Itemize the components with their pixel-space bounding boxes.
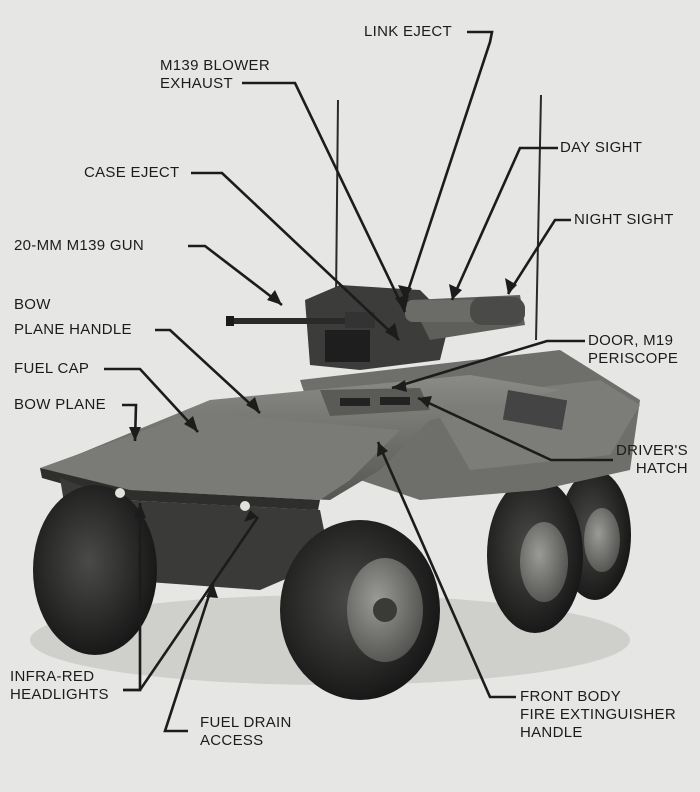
ir-headlight-right [240, 501, 250, 511]
label-20mm-m139-gun: 20-MM M139 GUN [14, 237, 145, 254]
label-day-sight: DAY SIGHT [560, 139, 643, 156]
label-line: DRIVER'S [616, 442, 688, 459]
gun-barrel [226, 312, 375, 328]
arrowheads [129, 278, 517, 598]
label-line: DOOR, M19 [588, 332, 674, 349]
rear-wheels [487, 470, 631, 633]
label-line: ACCESS [200, 732, 264, 749]
label-night-sight: NIGHT SIGHT [574, 211, 674, 228]
bow-plane-shape [40, 412, 400, 500]
front-wheels [33, 485, 440, 700]
label-line: FUEL DRAIN [200, 714, 292, 731]
drivers-hatch-shape [320, 388, 430, 416]
label-line: EXHAUST [160, 75, 233, 92]
leader-lines [104, 30, 613, 733]
label-bow-plane-handle: BOW PLANE HANDLE [14, 296, 132, 339]
label-line: M139 BLOWER [160, 57, 270, 74]
label-bow-plane: BOW PLANE [14, 396, 106, 413]
label-fuel-cap: FUEL CAP [14, 360, 90, 377]
label-front-body-fire-extinguisher-handle: FRONT BODY FIRE EXTINGUISHER HANDLE [520, 688, 676, 742]
label-line: INFRA-RED [10, 668, 95, 685]
label-fuel-drain-access: FUEL DRAIN ACCESS [200, 714, 292, 750]
antenna-right [535, 94, 542, 341]
label-link-eject: LINK EJECT [364, 23, 453, 40]
label-case-eject: CASE EJECT [84, 164, 180, 181]
label-line: BOW [14, 296, 51, 313]
label-line: FRONT BODY [520, 688, 622, 705]
turret [305, 285, 525, 370]
label-m139-blower-exhaust: M139 BLOWER EXHAUST [160, 57, 270, 93]
label-line: HATCH [635, 460, 688, 477]
label-infra-red-headlights: INFRA-RED HEADLIGHTS [10, 668, 109, 704]
label-line: PERISCOPE [588, 350, 679, 367]
label-drivers-hatch: DRIVER'S HATCH [616, 442, 688, 478]
label-line: FIRE EXTINGUISHER [520, 706, 676, 723]
label-line: PLANE HANDLE [14, 321, 132, 338]
label-door-m19-periscope: DOOR, M19 PERISCOPE [588, 332, 678, 368]
label-line: HEADLIGHTS [10, 686, 109, 703]
label-line: HANDLE [520, 724, 583, 741]
antenna-left [335, 99, 339, 301]
ir-headlight-left [115, 488, 125, 498]
